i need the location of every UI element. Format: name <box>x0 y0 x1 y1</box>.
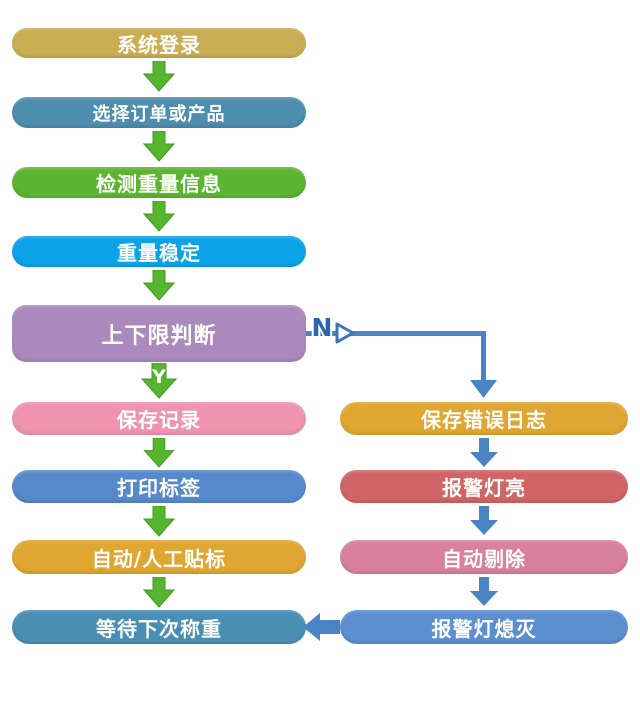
flow-node-label: 自动剔除 <box>442 546 526 571</box>
flow-node-label: 报警灯亮 <box>442 476 526 500</box>
flow-node-save-record: 保存记录 <box>12 402 306 435</box>
down-arrow-icon <box>469 506 499 536</box>
flow-node-limit-judgment: 上下限判断 <box>12 305 306 362</box>
flow-node-label: 检测重量信息 <box>96 172 222 196</box>
down-arrow-icon <box>469 577 499 607</box>
no-branch-right-arrowhead-icon <box>334 321 356 345</box>
down-arrow-icon <box>143 61 175 92</box>
flow-node-alarm-light-on: 报警灯亮 <box>340 470 628 503</box>
flow-node-label: 系统登录 <box>117 32 201 57</box>
no-branch-label: N <box>311 313 333 342</box>
flow-node-weight-stable: 重量稳定 <box>12 236 306 267</box>
flow-node-auto-reject: 自动剔除 <box>340 540 628 574</box>
flow-node-label: 重量稳定 <box>117 241 201 265</box>
down-arrow-icon <box>143 201 175 232</box>
no-branch-horizontal-line <box>306 331 485 336</box>
flow-node-label: 报警灯熄灭 <box>431 616 537 641</box>
down-arrow-icon <box>143 577 175 608</box>
flow-node-auto-manual-labeling: 自动/人工贴标 <box>12 540 306 574</box>
no-branch-down-arrowhead-icon <box>470 380 497 398</box>
yes-branch-label: Y <box>152 366 166 388</box>
flow-node-select-order-or-product: 选择订单或产品 <box>12 97 306 128</box>
flow-node-label: 保存错误日志 <box>421 408 547 432</box>
flow-node-label: 打印标签 <box>117 476 201 500</box>
left-arrow-icon <box>303 613 340 641</box>
down-arrow-icon <box>143 438 175 468</box>
no-branch-vertical-line <box>481 331 486 382</box>
flow-node-label: 保存记录 <box>117 408 201 432</box>
down-arrow-icon <box>143 506 175 537</box>
flow-node-label: 等待下次称重 <box>96 616 222 641</box>
down-arrow-icon <box>469 438 499 468</box>
flow-node-print-label: 打印标签 <box>12 470 306 503</box>
flow-node-save-error-log: 保存错误日志 <box>340 402 628 435</box>
down-arrow-icon <box>143 131 175 162</box>
flow-node-detect-weight-info: 检测重量信息 <box>12 167 306 198</box>
yes-branch-down-arrow-icon <box>141 363 177 399</box>
flow-node-label: 上下限判断 <box>101 323 217 349</box>
flow-node-label: 选择订单或产品 <box>92 103 226 125</box>
down-arrow-icon <box>143 270 175 301</box>
flow-node-system-login: 系统登录 <box>12 28 306 58</box>
flow-node-wait-next-weighing: 等待下次称重 <box>12 610 306 644</box>
flow-node-label: 自动/人工贴标 <box>91 546 227 571</box>
flow-node-alarm-light-off: 报警灯熄灭 <box>340 610 628 644</box>
